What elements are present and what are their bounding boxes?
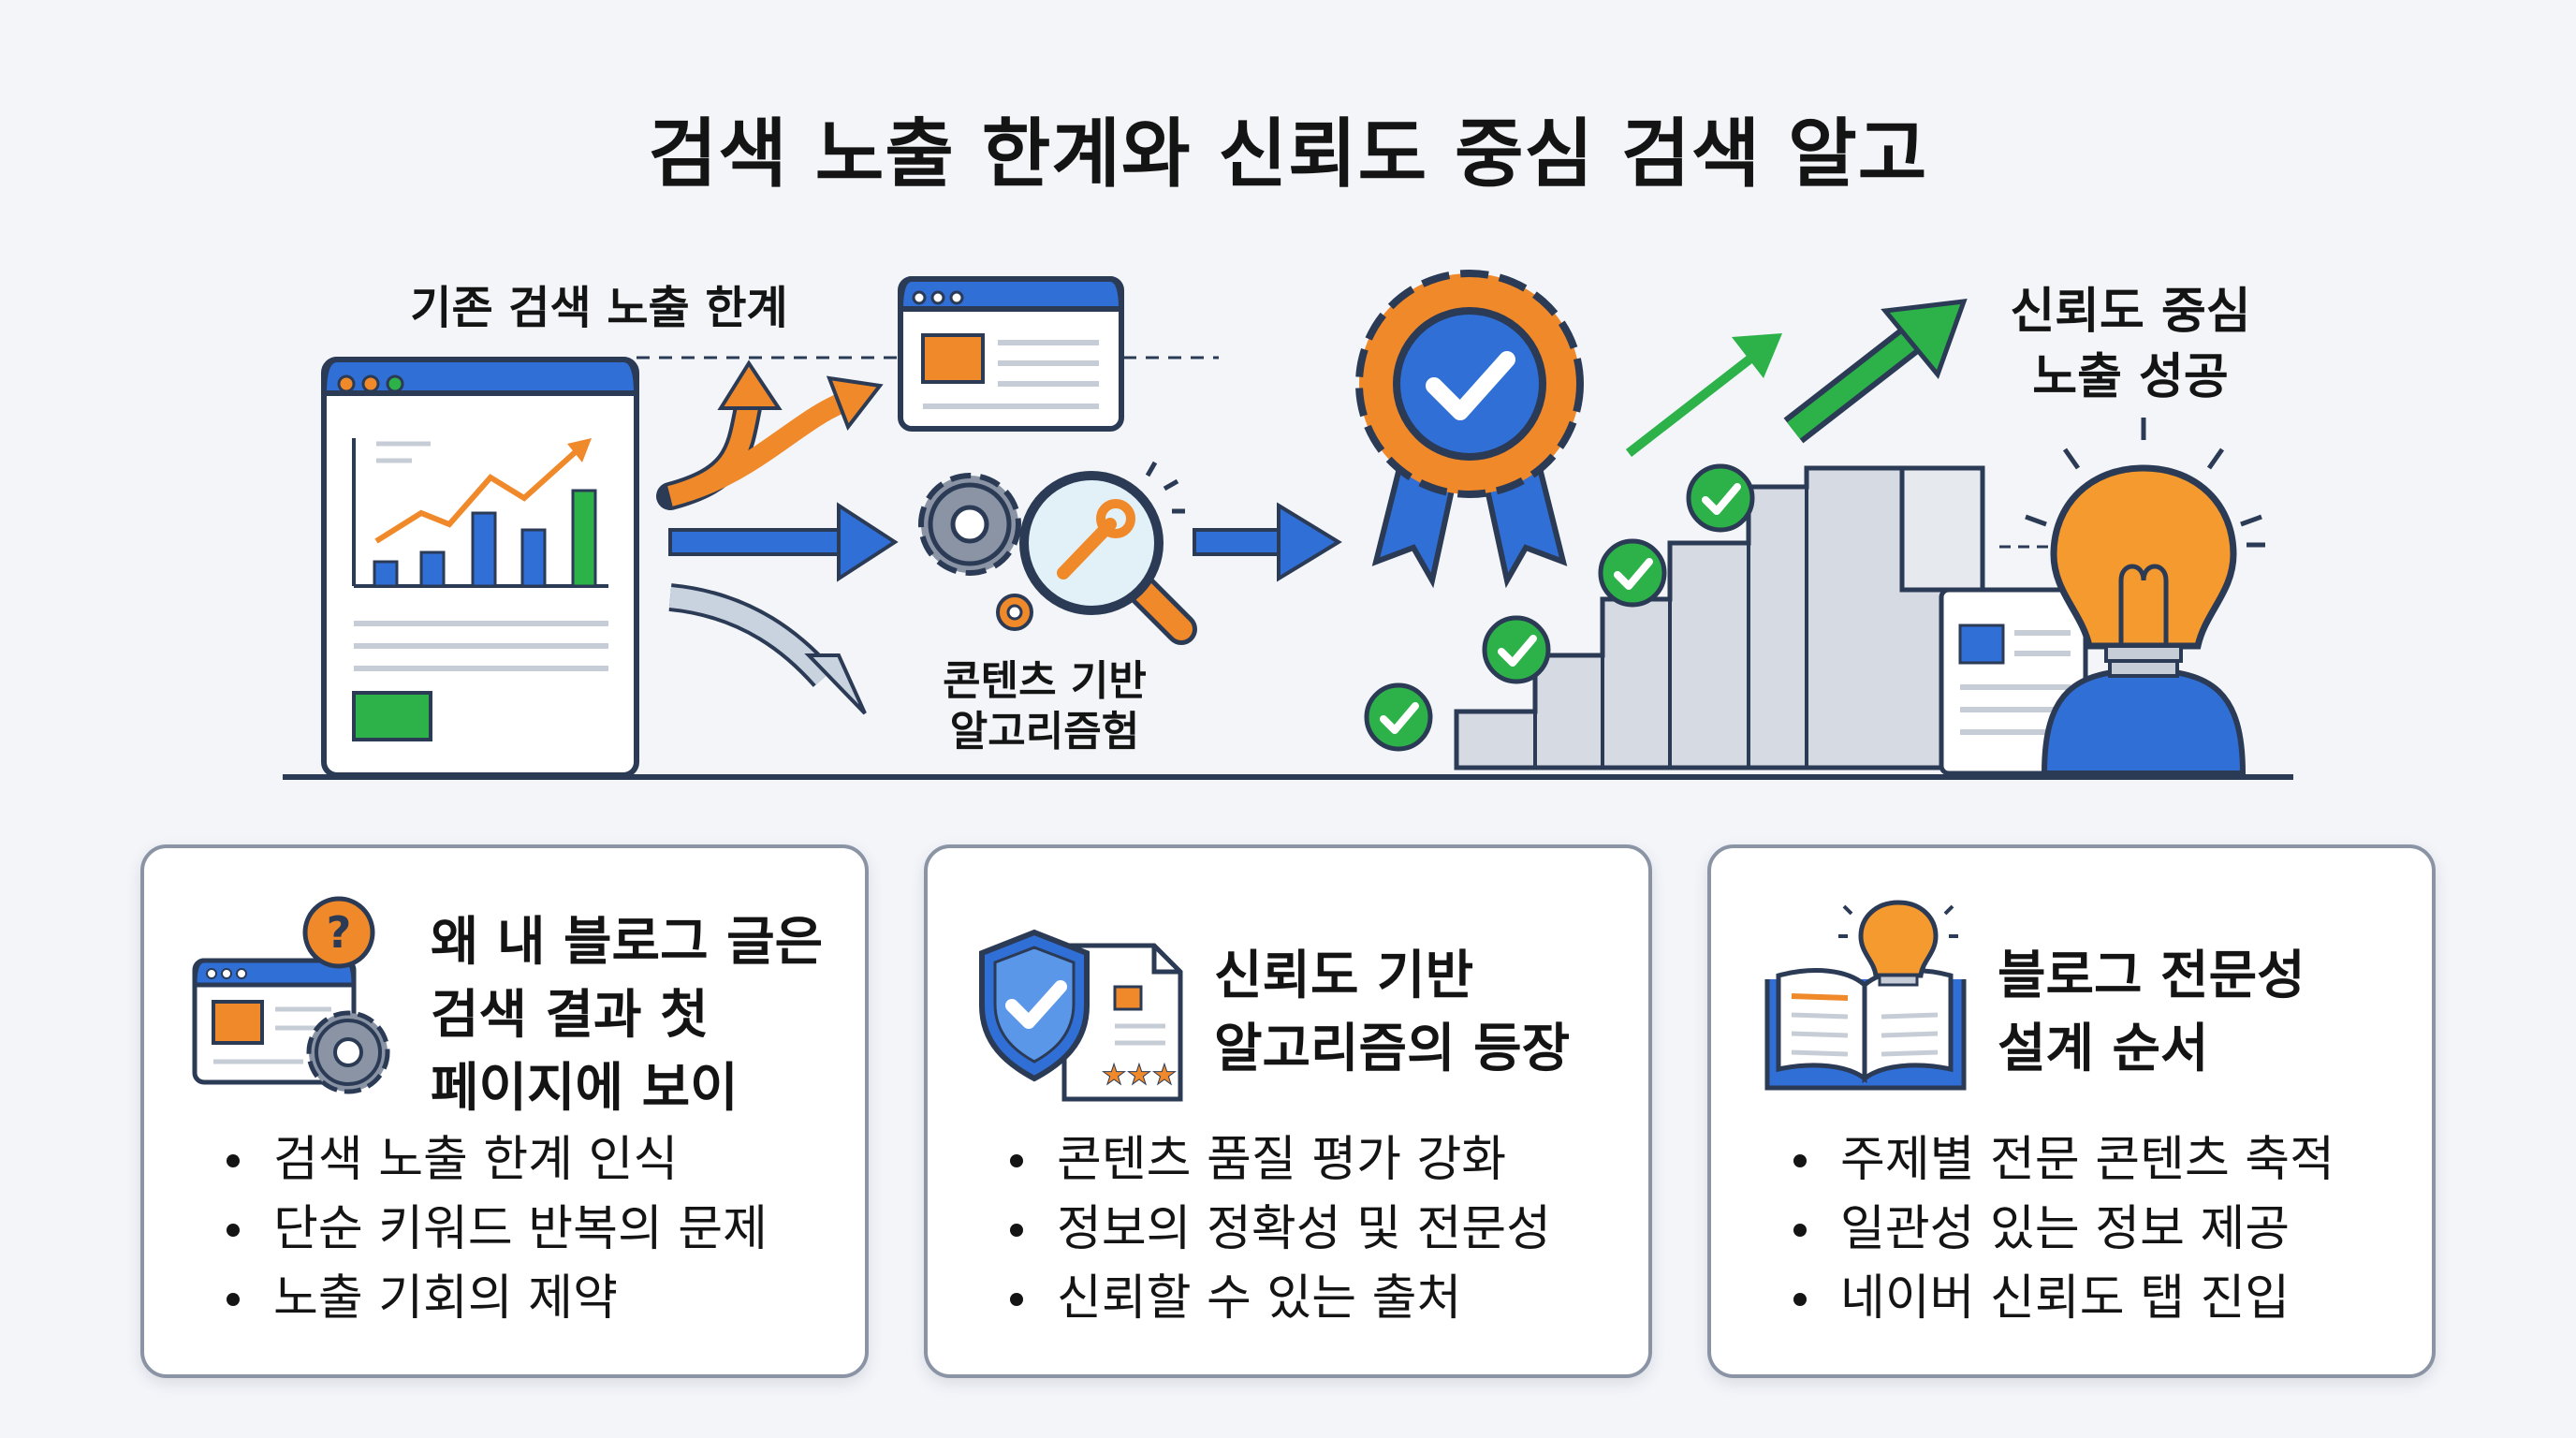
arrow-icons bbox=[656, 360, 899, 715]
right-label-line2: 노출 성공 bbox=[2032, 349, 2228, 405]
svg-text:★★★: ★★★ bbox=[1102, 1059, 1178, 1092]
list-item: 정보의 정확성 및 전문성 bbox=[1001, 1195, 1551, 1264]
card-list: 콘텐츠 품질 평가 강화 정보의 정확성 및 전문성 신뢰할 수 있는 출처 bbox=[1001, 1125, 1551, 1333]
left-label: 기존 검색 노출 한계 bbox=[410, 282, 787, 334]
question-browser-icon: ? bbox=[192, 896, 390, 1094]
browser-window-icon bbox=[637, 276, 1219, 432]
process-diagram: 기존 검색 노출 한계 bbox=[283, 270, 2293, 780]
list-item: 단순 키워드 반복의 문제 bbox=[217, 1195, 768, 1264]
award-badge-icon bbox=[1355, 270, 1584, 589]
list-item: 일관성 있는 정보 제공 bbox=[1784, 1195, 2334, 1264]
browser-chart-icon bbox=[320, 357, 640, 778]
list-item: 노출 기회의 제약 bbox=[217, 1264, 768, 1333]
card-list: 주제별 전문 콘텐츠 축적 일관성 있는 정보 제공 네이버 신뢰도 탭 진입 bbox=[1784, 1125, 2334, 1333]
right-label-line1: 신뢰도 중심 bbox=[2010, 284, 2250, 340]
arrow-icon bbox=[1193, 502, 1342, 582]
middle-label-line1: 콘텐츠 기반 bbox=[943, 657, 1147, 705]
lightbulb-person-icon bbox=[1999, 418, 2265, 776]
shield-check-icon: ★★★ bbox=[979, 929, 1183, 1102]
middle-label-line2: 알고리즘험 bbox=[950, 708, 1139, 756]
magnifier-wrench-icon bbox=[1019, 461, 1197, 645]
card-title: 블로그 전문성 설계 순서 bbox=[1998, 946, 2305, 1079]
list-item: 콘텐츠 품질 평가 강화 bbox=[1001, 1125, 1551, 1195]
list-item: 주제별 전문 콘텐츠 축적 bbox=[1784, 1125, 2334, 1195]
card-blog-visibility: ? 왜 내 블로그 글은 검색 결과 첫 페이지에 보이 검색 노출 한계 인식… bbox=[140, 844, 869, 1378]
list-item: 검색 노출 한계 인식 bbox=[217, 1125, 768, 1195]
gear-icon bbox=[918, 473, 1033, 631]
svg-text:?: ? bbox=[327, 907, 352, 958]
card-list: 검색 노출 한계 인식 단순 키워드 반복의 문제 노출 기회의 제약 bbox=[217, 1125, 768, 1333]
rising-arrow-icon bbox=[1625, 299, 1968, 457]
check-circle-icon bbox=[1364, 463, 1755, 752]
open-book-icon bbox=[1764, 900, 1967, 1091]
card-title: 신뢰도 기반 알고리즘의 등장 bbox=[1214, 946, 1571, 1079]
page-title: 검색 노출 한계와 신뢰도 중심 검색 알고 bbox=[648, 110, 1928, 198]
list-item: 네이버 신뢰도 탭 진입 bbox=[1784, 1264, 2334, 1333]
list-item: 신뢰할 수 있는 출처 bbox=[1001, 1264, 1551, 1333]
card-expertise-steps: 블로그 전문성 설계 순서 주제별 전문 콘텐츠 축적 일관성 있는 정보 제공… bbox=[1707, 844, 2436, 1378]
card-trust-algorithm: ★★★ 신뢰도 기반 알고리즘의 등장 콘텐츠 품질 평가 강화 정보의 정확성… bbox=[924, 844, 1652, 1378]
staircase-icon bbox=[1454, 465, 1985, 770]
card-title: 왜 내 블로그 글은 검색 결과 첫 페이지에 보이 bbox=[431, 912, 824, 1119]
